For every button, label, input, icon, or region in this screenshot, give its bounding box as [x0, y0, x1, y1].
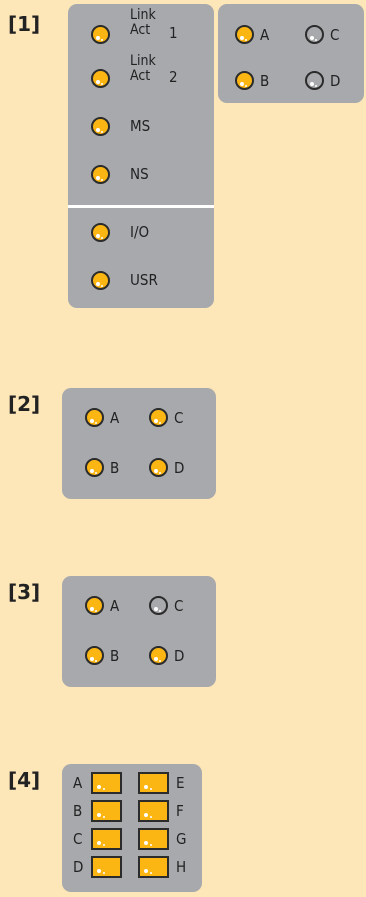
led-a-label: A	[110, 409, 120, 427]
square-led-d-icon	[91, 856, 122, 878]
section-label-4: [4]	[8, 768, 41, 792]
square-led-a-icon	[91, 772, 122, 794]
led-c-label: C	[174, 597, 184, 615]
link-act-2-line1: Link	[130, 53, 156, 69]
square-led-c-icon	[91, 828, 122, 850]
abcd-panel-1: A C B D	[218, 4, 364, 103]
led-a-icon	[85, 596, 104, 615]
led-b-label: B	[110, 459, 120, 477]
led-a-label: A	[110, 597, 120, 615]
usr-led-icon	[91, 271, 110, 290]
led-d-label: D	[73, 858, 84, 876]
led-c-icon	[305, 25, 324, 44]
link-act-2-led-icon	[91, 69, 110, 88]
led-b-icon	[85, 458, 104, 477]
square-led-b-icon	[91, 800, 122, 822]
led-c-icon	[149, 596, 168, 615]
link-act-2-line2: Act	[130, 68, 151, 84]
square-led-g-icon	[138, 828, 169, 850]
led-b-label: B	[260, 72, 270, 90]
led-c-label: C	[73, 830, 83, 848]
ns-label: NS	[130, 165, 149, 183]
section-label-3: [3]	[8, 580, 41, 604]
led-a-label: A	[73, 774, 83, 792]
led-g-label: G	[176, 830, 187, 848]
led-d-label: D	[174, 459, 185, 477]
led-e-label: E	[176, 774, 185, 792]
led-b-icon	[235, 71, 254, 90]
led-b-label: B	[110, 647, 120, 665]
led-b-label: B	[73, 802, 83, 820]
ms-led-icon	[91, 117, 110, 136]
link-act-1-led-icon	[91, 25, 110, 44]
usr-label: USR	[130, 271, 158, 289]
section-label-2: [2]	[8, 392, 41, 416]
led-a-icon	[235, 25, 254, 44]
link-act-2-number: 2	[169, 68, 178, 86]
led-d-icon	[149, 458, 168, 477]
square-led-f-icon	[138, 800, 169, 822]
led-h-label: H	[176, 858, 187, 876]
io-label: I/O	[130, 223, 150, 241]
link-act-1-line2: Act	[130, 22, 151, 38]
led-d-label: D	[330, 72, 341, 90]
square-led-h-icon	[138, 856, 169, 878]
ms-label: MS	[130, 117, 151, 135]
square-led-panel: A E B F C G D H	[62, 764, 202, 892]
abcd-panel-3: A C B D	[62, 576, 216, 687]
link-act-1-line1: Link	[130, 7, 156, 23]
led-f-label: F	[176, 802, 184, 820]
led-c-icon	[149, 408, 168, 427]
panel-divider	[68, 205, 214, 208]
led-a-icon	[85, 408, 104, 427]
led-c-label: C	[174, 409, 184, 427]
led-b-icon	[85, 646, 104, 665]
led-d-icon	[305, 71, 324, 90]
led-d-icon	[149, 646, 168, 665]
led-d-label: D	[174, 647, 185, 665]
io-led-icon	[91, 223, 110, 242]
module-status-panel: Link Act 1 Link Act 2 MS NS I/O USR	[68, 4, 214, 308]
led-c-label: C	[330, 26, 340, 44]
led-a-label: A	[260, 26, 270, 44]
ns-led-icon	[91, 165, 110, 184]
section-label-1: [1]	[8, 12, 41, 36]
link-act-1-number: 1	[169, 24, 178, 42]
abcd-panel-2: A C B D	[62, 388, 216, 499]
square-led-e-icon	[138, 772, 169, 794]
